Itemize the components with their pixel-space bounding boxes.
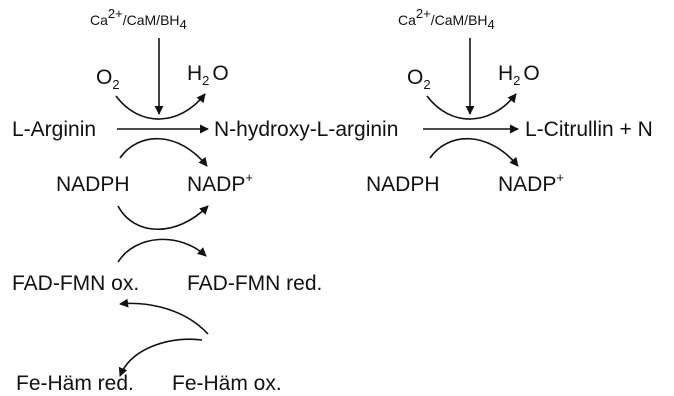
nadph-arrow-2 (429, 137, 519, 167)
oxygen-label-2: O2 (407, 66, 431, 92)
flavin-oxidized: FAD-FMN ox. (12, 272, 139, 295)
nadph-label-1: NADPH (56, 173, 130, 196)
product-citrulline: L-Citrullin + N (525, 118, 653, 141)
flavin-heme-arrow (119, 298, 209, 335)
nadph-label-2: NADPH (366, 173, 440, 196)
nadph-to-flavin-arrow (117, 205, 209, 231)
cofactor-label-2: Ca2+/CaM/BH4 (398, 6, 495, 32)
nadph-arrow-1 (119, 137, 208, 167)
nadp-label-2: NADP+ (498, 170, 564, 196)
flavin-reduction-arrow (117, 238, 207, 263)
oxygen-label-1: O2 (96, 66, 120, 92)
heme-reduced: Fe-Häm red. (16, 372, 134, 395)
intermediate-hydroxyarginine: N-hydroxy-L-arginin (214, 118, 398, 141)
oxygen-water-arrow-1 (115, 93, 206, 120)
substrate-arginine: L-Arginin (12, 118, 96, 141)
cofactor-label-1: Ca2+/CaM/BH4 (90, 6, 187, 32)
oxygen-water-arrow-2 (426, 93, 517, 120)
nadp-label-1: NADP+ (187, 170, 253, 196)
heme-reduction-arrow (118, 338, 203, 377)
flavin-reduced: FAD-FMN red. (187, 272, 322, 295)
heme-oxidized: Fe-Häm ox. (172, 372, 282, 395)
